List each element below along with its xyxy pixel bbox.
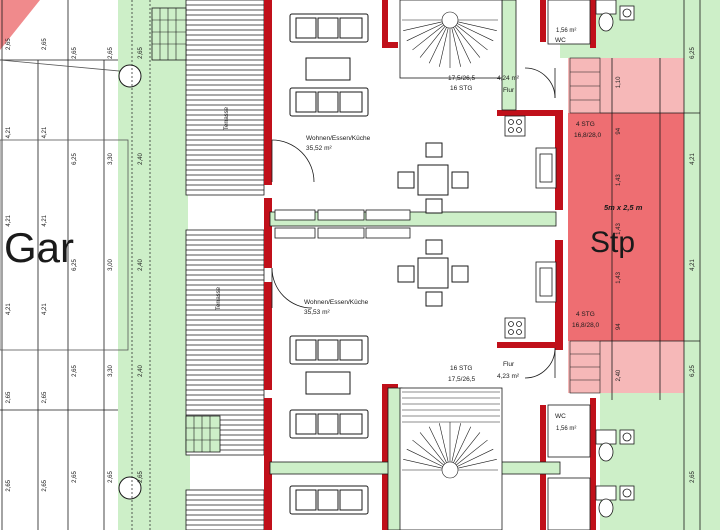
flur-top-area: 4,24 m² (497, 75, 520, 82)
garden-outline (0, 139, 129, 351)
neighbor-area (0, 0, 40, 50)
parking-size: 5m x 2,5 m (604, 203, 643, 212)
terrace-label-top: Terrasse (224, 106, 230, 130)
dimension-label: 4,21 (42, 303, 48, 315)
dimension-label: 2,40 (138, 259, 144, 271)
garden-strip-left (118, 0, 188, 530)
parking-label: Stp (590, 226, 635, 259)
dimension-labels: 2,65 4,21 4,21 4,21 2,65 2,65 2,65 4,21 4,21 4,21… (6, 38, 696, 492)
dimension-label: 6,25 (72, 153, 78, 165)
living-top-name: Wohnen/Essen/Küche (306, 135, 371, 142)
dimension-label: 2,65 (138, 47, 144, 59)
dimension-label: 2,65 (6, 479, 12, 491)
dimension-label: 2,65 (72, 47, 78, 59)
lamp-circle-top (118, 64, 142, 88)
dimension-label: 6,25 (690, 47, 696, 59)
dimension-label: 4,21 (6, 214, 12, 226)
dimension-label: 1,43 (616, 174, 622, 186)
dimension-label: 2,65 (138, 471, 144, 483)
outdoor-steps-bottom-count: 4 STG (576, 311, 595, 318)
flur-bottom-area: 4,23 m² (497, 373, 520, 380)
sofa-lower (289, 485, 369, 515)
wc-top (547, 0, 635, 45)
dimension-label: 2,65 (42, 391, 48, 403)
wc-top-name: WC (555, 37, 566, 44)
planter-top (151, 7, 187, 61)
dimension-label: 3,00 (108, 259, 114, 271)
outdoor-steps-top-count: 4 STG (576, 121, 595, 128)
garden-label: Gar (4, 224, 74, 271)
stair-bottom (399, 387, 503, 530)
dimension-label: 1,43 (616, 271, 622, 283)
parking-light-top (568, 58, 684, 113)
fence-lines (131, 0, 151, 530)
dimension-label: 1,10 (616, 76, 622, 88)
stair-top-ratio: 17,5/26,5 (448, 75, 475, 82)
dimension-label: 2,65 (42, 479, 48, 491)
outdoor-steps-top-ratio: 16,8/28,0 (574, 132, 601, 139)
lamp-circle-bottom (118, 476, 142, 500)
living-bottom-area: 35,53 m² (304, 309, 330, 316)
dimension-label: 2,65 (6, 391, 12, 403)
stair-bottom-steps: 16 STG (450, 365, 472, 372)
dimension-label: 6,25 (72, 259, 78, 271)
dimension-label: 3,30 (108, 153, 114, 165)
dimension-label: 2,65 (42, 38, 48, 50)
dimension-label: 4,21 (6, 126, 12, 138)
left-dimension-lines (0, 0, 118, 530)
dimension-label: 1,43 (616, 223, 622, 235)
dimension-label: 3,30 (108, 365, 114, 377)
right-dimension-lines (600, 0, 701, 530)
wc-bottom (547, 404, 635, 530)
dimension-label: 2,40 (616, 369, 622, 381)
wc-top-area: 1,56 m² (556, 28, 576, 34)
terrace-label-bottom: Terrasse (216, 286, 222, 310)
dimension-label: 94 (616, 323, 622, 330)
flur-top-name: Flur (503, 87, 515, 94)
kitchen-counter-top (274, 209, 411, 239)
wc-bottom-area: 1,56 m² (556, 426, 576, 432)
dimension-label: 2,65 (690, 471, 696, 483)
planter-bottom (185, 415, 221, 453)
terrace-bottom (185, 229, 265, 456)
dimension-label: 2,40 (138, 365, 144, 377)
flur-bottom-name: Flur (503, 361, 515, 368)
stair-bottom-ratio: 17,5/26,5 (448, 376, 475, 383)
dimension-label: 2,65 (72, 471, 78, 483)
dimension-label: 2,65 (108, 471, 114, 483)
parking-space (568, 113, 684, 341)
dimension-label: 4,21 (690, 153, 696, 165)
sofa-bottom (289, 335, 369, 439)
dimension-label: 94 (616, 127, 622, 134)
dimension-label: 4,21 (6, 303, 12, 315)
outdoor-steps-bottom-ratio: 16,8/28,0 (572, 322, 599, 329)
dimension-label: 2,40 (138, 153, 144, 165)
outdoor-steps-bottom (569, 340, 601, 394)
door-swings (271, 67, 556, 379)
dimension-label: 2,65 (6, 38, 12, 50)
stair-top (399, 0, 503, 79)
terrace-top (185, 0, 265, 196)
terrace-lower (185, 489, 265, 530)
living-top-area: 35,52 m² (306, 145, 332, 152)
outdoor-steps-top (569, 57, 601, 114)
kitchen-appliances (504, 115, 557, 339)
dimension-label: 4,21 (42, 214, 48, 226)
dimension-label: 2,65 (108, 47, 114, 59)
dimension-label: 4,21 (42, 126, 48, 138)
dimension-label: 4,21 (690, 259, 696, 271)
living-bottom-name: Wohnen/Essen/Küche (304, 299, 369, 306)
dining-table-top (397, 142, 469, 214)
stair-top-steps: 16 STG (450, 85, 472, 92)
dining-table-bottom (397, 239, 469, 307)
dimension-label: 2,65 (72, 365, 78, 377)
dimension-label: 6,25 (690, 365, 696, 377)
wc-bottom-name: WC (555, 413, 566, 420)
sofa-top (289, 13, 369, 117)
